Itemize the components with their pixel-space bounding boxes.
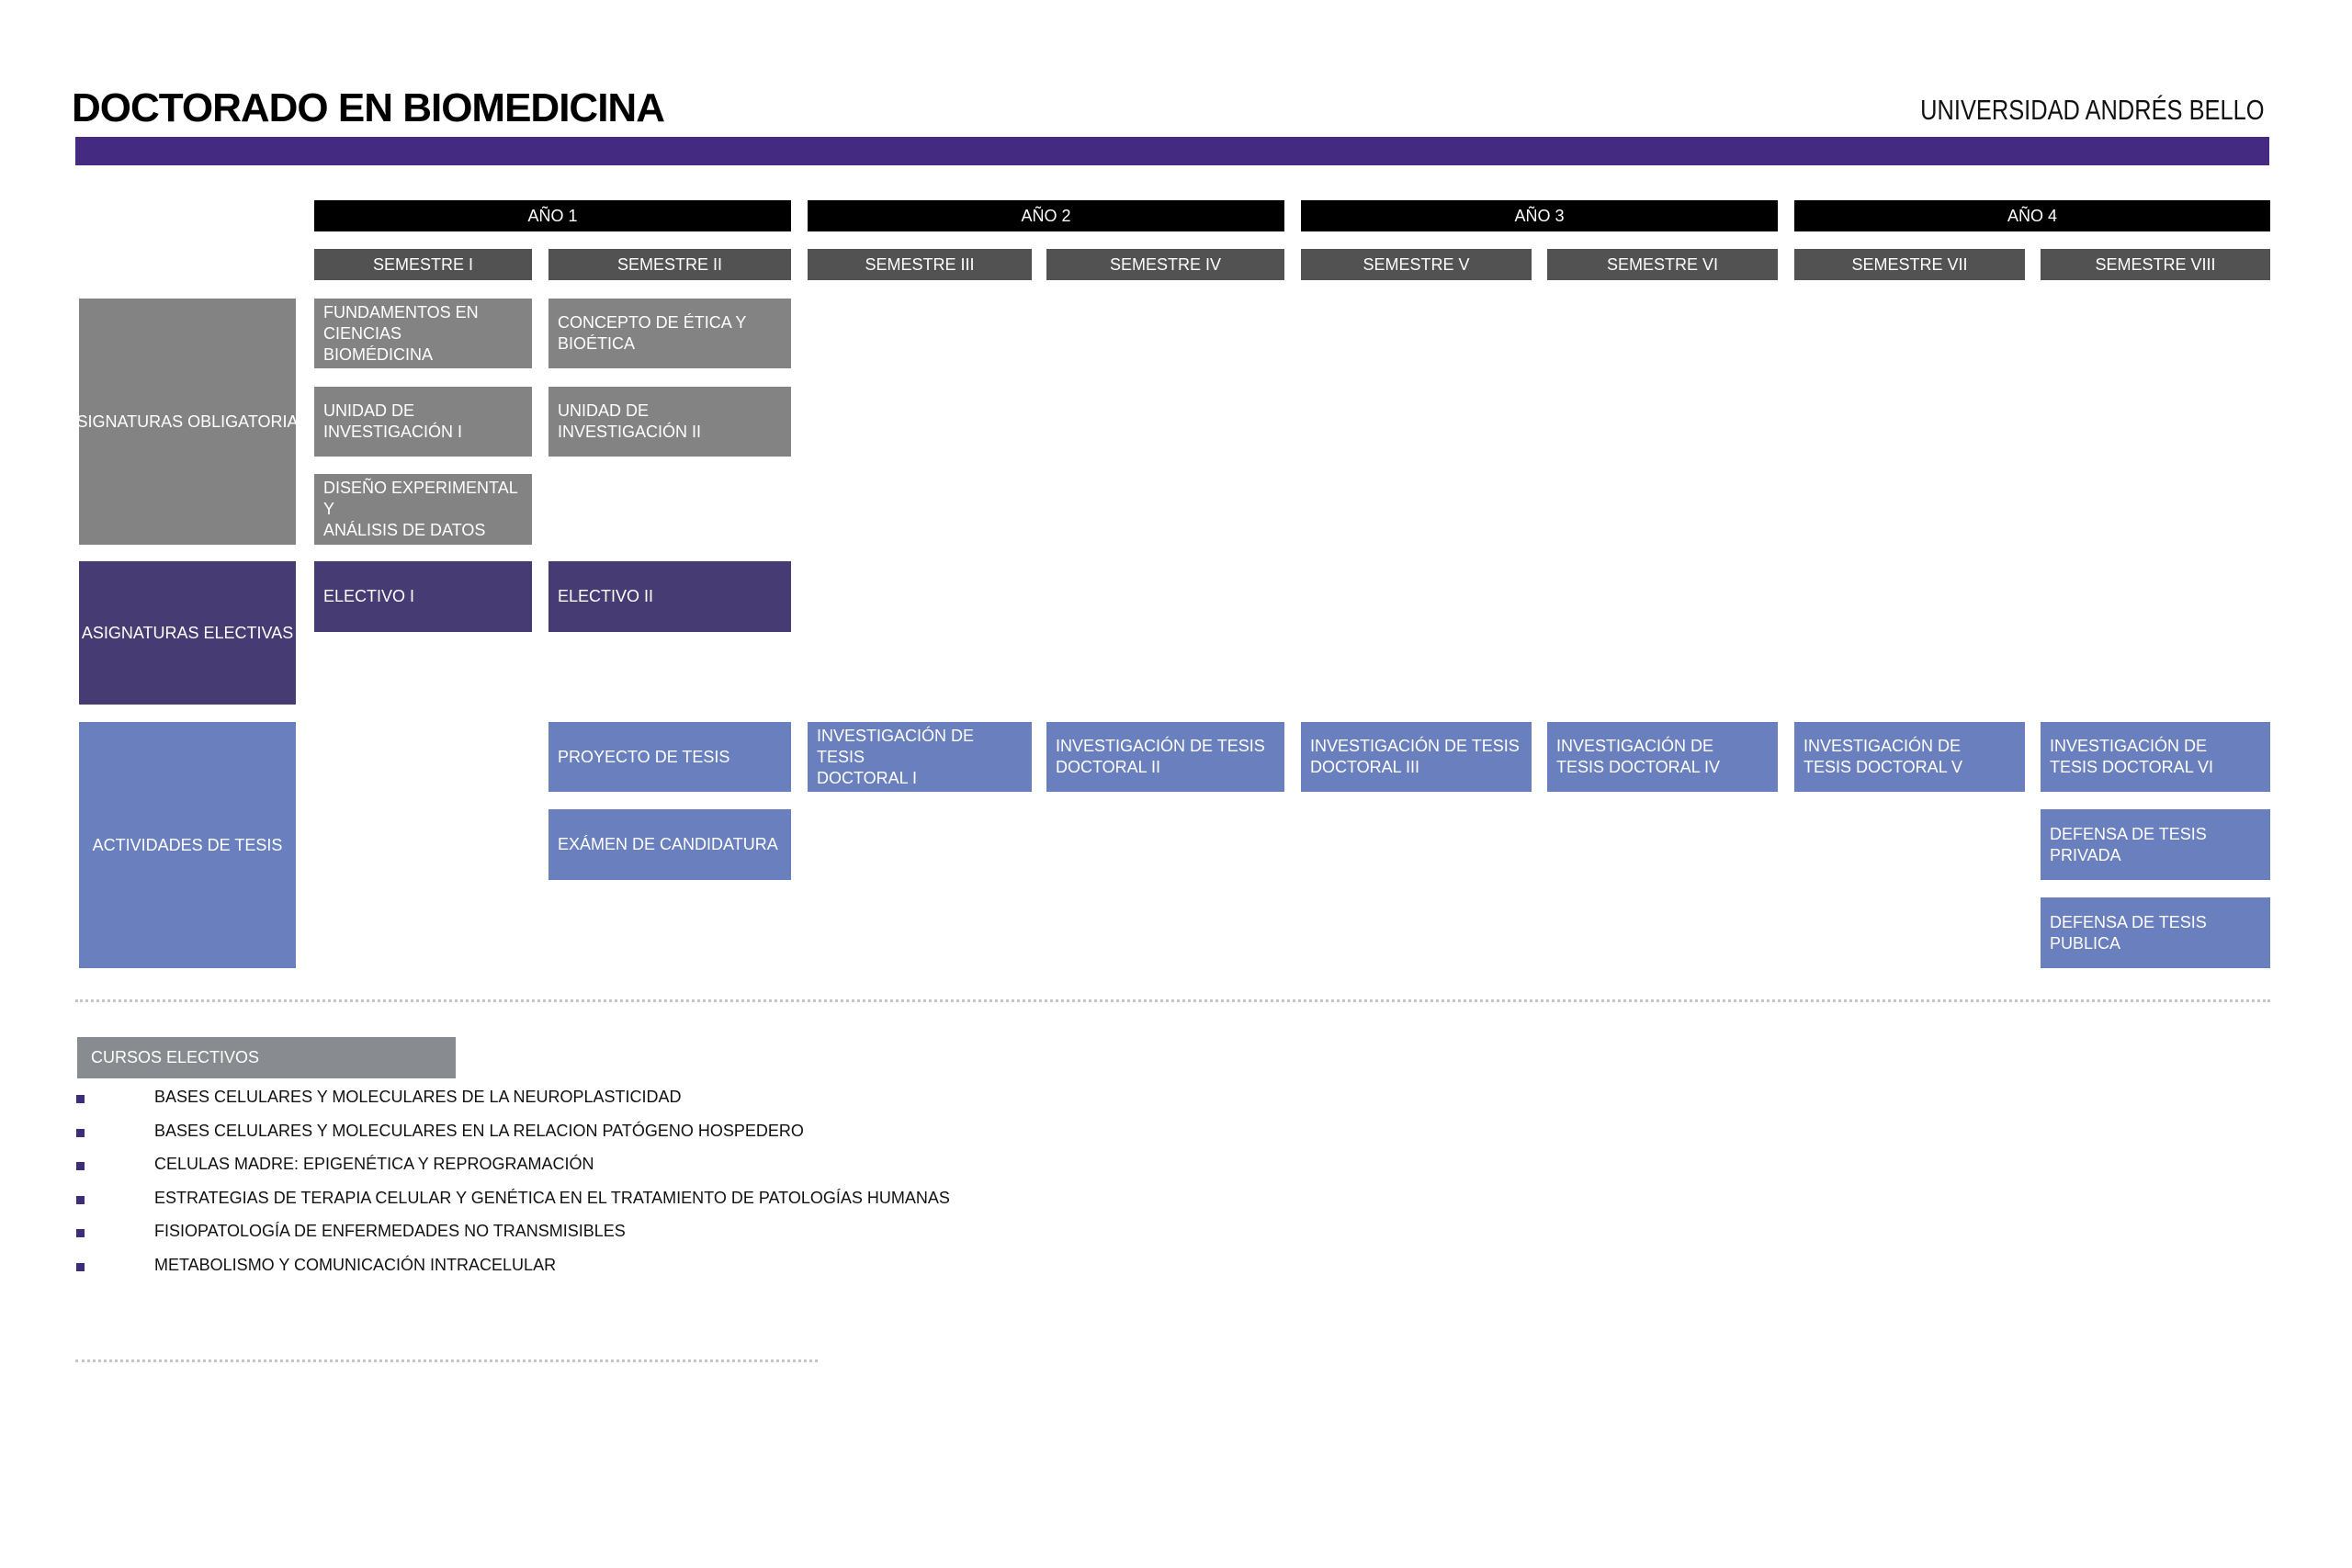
course-electivo-1: ELECTIVO I xyxy=(314,561,532,632)
list-item: BASES CELULARES Y MOLECULARES DE LA NEUR… xyxy=(0,1080,919,1114)
year-header-4: AÑO 4 xyxy=(1794,200,2270,231)
course-proyecto-tesis: PROYECTO DE TESIS xyxy=(548,722,791,792)
bullet-icon xyxy=(76,1095,85,1103)
year-header-2: AÑO 2 xyxy=(808,200,1284,231)
course-investigacion-tesis-3: INVESTIGACIÓN DE TESIS DOCTORAL III xyxy=(1301,722,1532,792)
list-item: CELULAS MADRE: EPIGENÉTICA Y REPROGRAMAC… xyxy=(0,1147,919,1181)
list-item: FISIOPATOLOGÍA DE ENFERMEDADES NO TRANSM… xyxy=(0,1214,919,1248)
list-item-label: FISIOPATOLOGÍA DE ENFERMEDADES NO TRANSM… xyxy=(154,1222,626,1241)
year-header-3: AÑO 3 xyxy=(1301,200,1778,231)
row-label-tesis: ACTIVIDADES DE TESIS xyxy=(79,722,296,968)
list-item-label: BASES CELULARES Y MOLECULARES DE LA NEUR… xyxy=(154,1088,682,1106)
course-unidad-investigacion-1: UNIDAD DE INVESTIGACIÓN I xyxy=(314,387,532,457)
row-label-electivas: ASIGNATURAS ELECTIVAS xyxy=(79,561,296,705)
bullet-icon xyxy=(76,1162,85,1171)
page-title: DOCTORADO EN BIOMEDICINA xyxy=(72,85,665,130)
row-label-obligatorias: ASIGNATURAS OBLIGATORIAS xyxy=(65,299,310,545)
course-investigacion-tesis-2: INVESTIGACIÓN DE TESIS DOCTORAL II xyxy=(1046,722,1284,792)
semester-header-7: SEMESTRE VII xyxy=(1794,249,2025,280)
header-accent-bar xyxy=(75,137,2269,165)
bullet-icon xyxy=(76,1229,85,1238)
course-unidad-investigacion-2: UNIDAD DE INVESTIGACIÓN II xyxy=(548,387,791,457)
year-header-1: AÑO 1 xyxy=(314,200,791,231)
semester-header-3: SEMESTRE III xyxy=(808,249,1032,280)
list-item-label: METABOLISMO Y COMUNICACIÓN INTRACELULAR xyxy=(154,1255,557,1274)
course-investigacion-tesis-5: INVESTIGACIÓN DE TESIS DOCTORAL V xyxy=(1794,722,2025,792)
bullet-icon xyxy=(76,1128,85,1137)
list-item: METABOLISMO Y COMUNICACIÓN INTRACELULAR xyxy=(0,1248,919,1282)
semester-header-4: SEMESTRE IV xyxy=(1046,249,1284,280)
section-divider xyxy=(75,999,2270,1002)
list-item-label: ESTRATEGIAS DE TERAPIA CELULAR Y GENÉTIC… xyxy=(154,1188,950,1207)
bottom-divider xyxy=(75,1359,818,1362)
semester-header-6: SEMESTRE VI xyxy=(1547,249,1778,280)
course-defensa-privada: DEFENSA DE TESIS PRIVADA xyxy=(2041,809,2270,880)
semester-header-2: SEMESTRE II xyxy=(548,249,791,280)
list-item: ESTRATEGIAS DE TERAPIA CELULAR Y GENÉTIC… xyxy=(0,1181,950,1215)
university-name: UNIVERSIDAD ANDRÉS BELLO xyxy=(1920,94,2265,126)
bullet-icon xyxy=(76,1262,85,1271)
semester-header-1: SEMESTRE I xyxy=(314,249,532,280)
course-investigacion-tesis-1: INVESTIGACIÓN DE TESIS DOCTORAL I xyxy=(808,722,1032,792)
course-examen-candidatura: EXÁMEN DE CANDIDATURA xyxy=(548,809,791,880)
course-investigacion-tesis-6: INVESTIGACIÓN DE TESIS DOCTORAL VI xyxy=(2041,722,2270,792)
list-item: BASES CELULARES Y MOLECULARES EN LA RELA… xyxy=(0,1114,919,1148)
list-item-label: CELULAS MADRE: EPIGENÉTICA Y REPROGRAMAC… xyxy=(154,1155,594,1174)
cursos-electivos-header: CURSOS ELECTIVOS xyxy=(77,1037,456,1078)
bullet-icon xyxy=(76,1195,85,1204)
list-item-label: BASES CELULARES Y MOLECULARES EN LA RELA… xyxy=(154,1121,804,1140)
semester-header-5: SEMESTRE V xyxy=(1301,249,1532,280)
cursos-electivos-list: BASES CELULARES Y MOLECULARES DE LA NEUR… xyxy=(0,1080,950,1282)
course-defensa-publica: DEFENSA DE TESIS PUBLICA xyxy=(2041,897,2270,968)
course-electivo-2: ELECTIVO II xyxy=(548,561,791,632)
course-investigacion-tesis-4: INVESTIGACIÓN DE TESIS DOCTORAL IV xyxy=(1547,722,1778,792)
semester-header-8: SEMESTRE VIII xyxy=(2041,249,2270,280)
course-etica: CONCEPTO DE ÉTICA Y BIOÉTICA xyxy=(548,299,791,368)
course-diseno-experimental: DISEÑO EXPERIMENTAL Y ANÁLISIS DE DATOS xyxy=(314,474,532,545)
course-fundamentos: FUNDAMENTOS EN CIENCIAS BIOMÉDICINA xyxy=(314,299,532,368)
